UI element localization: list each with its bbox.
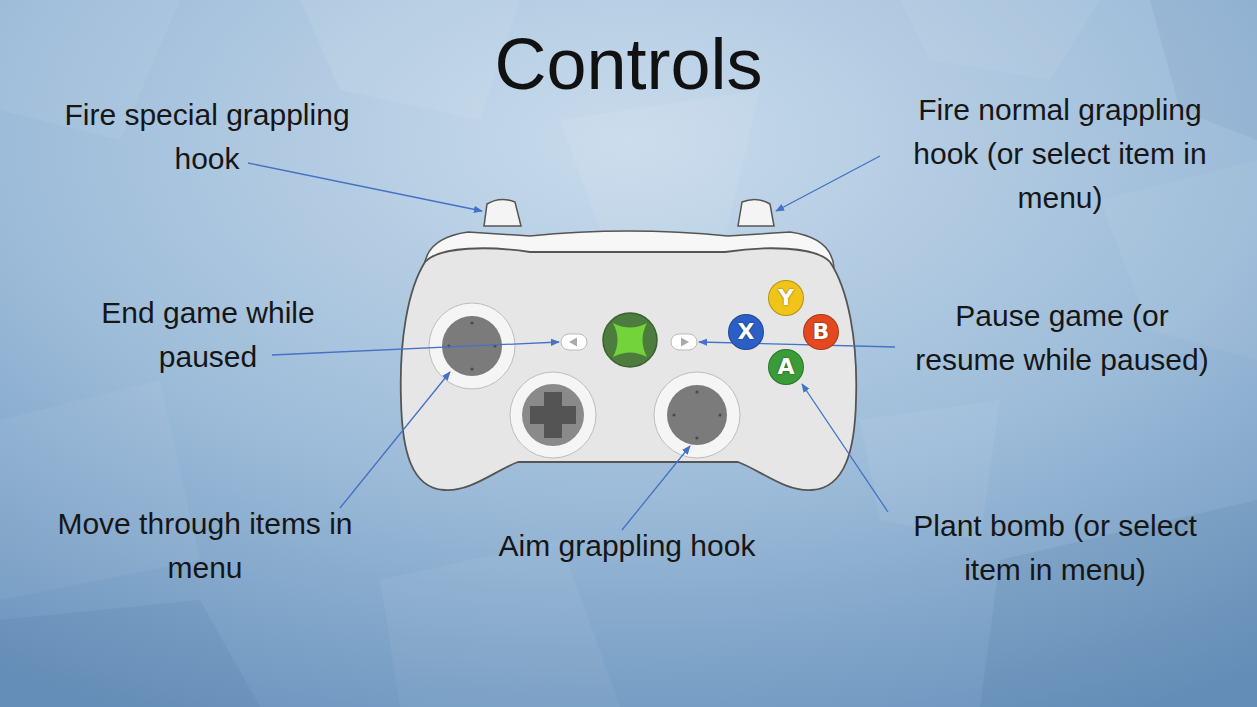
- leader-line: [802, 384, 888, 512]
- back-arrow: [569, 338, 577, 347]
- face-button: A: [768, 349, 804, 385]
- dpad-base: [522, 384, 584, 446]
- start-button: [671, 334, 697, 350]
- controller-body: [401, 248, 857, 490]
- leader-lines: [248, 156, 895, 530]
- callout-label: Fire special grappling hook: [37, 93, 377, 181]
- start-arrow: [681, 338, 689, 347]
- leader-line: [248, 163, 482, 211]
- button-letter: Y: [778, 286, 794, 310]
- guide-logo: [613, 323, 647, 357]
- callout-label: Plant bomb (or select item in menu): [895, 504, 1215, 592]
- face-button: X: [728, 314, 764, 350]
- right-stick-ring: [654, 372, 740, 458]
- right-trigger: [738, 199, 774, 226]
- leader-line: [272, 342, 559, 355]
- leader-line: [340, 372, 450, 508]
- back-button: [561, 334, 587, 350]
- dpad-ring: [510, 372, 596, 458]
- face-button: B: [803, 314, 839, 350]
- callout-label: Pause game (or resume while paused): [906, 294, 1218, 382]
- callout-label: Aim grappling hook: [457, 524, 797, 568]
- dpad-cross: [530, 392, 576, 438]
- callout-label: End game while paused: [78, 291, 338, 379]
- right-stick: [667, 385, 727, 445]
- leader-line: [622, 446, 690, 530]
- leader-line: [776, 156, 880, 211]
- button-letter: A: [777, 355, 794, 379]
- guide-button: [603, 313, 657, 367]
- face-button: Y: [768, 280, 804, 316]
- button-letter: X: [738, 320, 755, 344]
- left-trigger: [484, 199, 521, 226]
- button-letter: B: [813, 320, 830, 344]
- callout-label: Move through items in menu: [45, 502, 365, 590]
- leader-line: [699, 342, 895, 347]
- callout-label: Fire normal grappling hook (or select it…: [885, 88, 1235, 220]
- right-stick-dots: [672, 390, 721, 439]
